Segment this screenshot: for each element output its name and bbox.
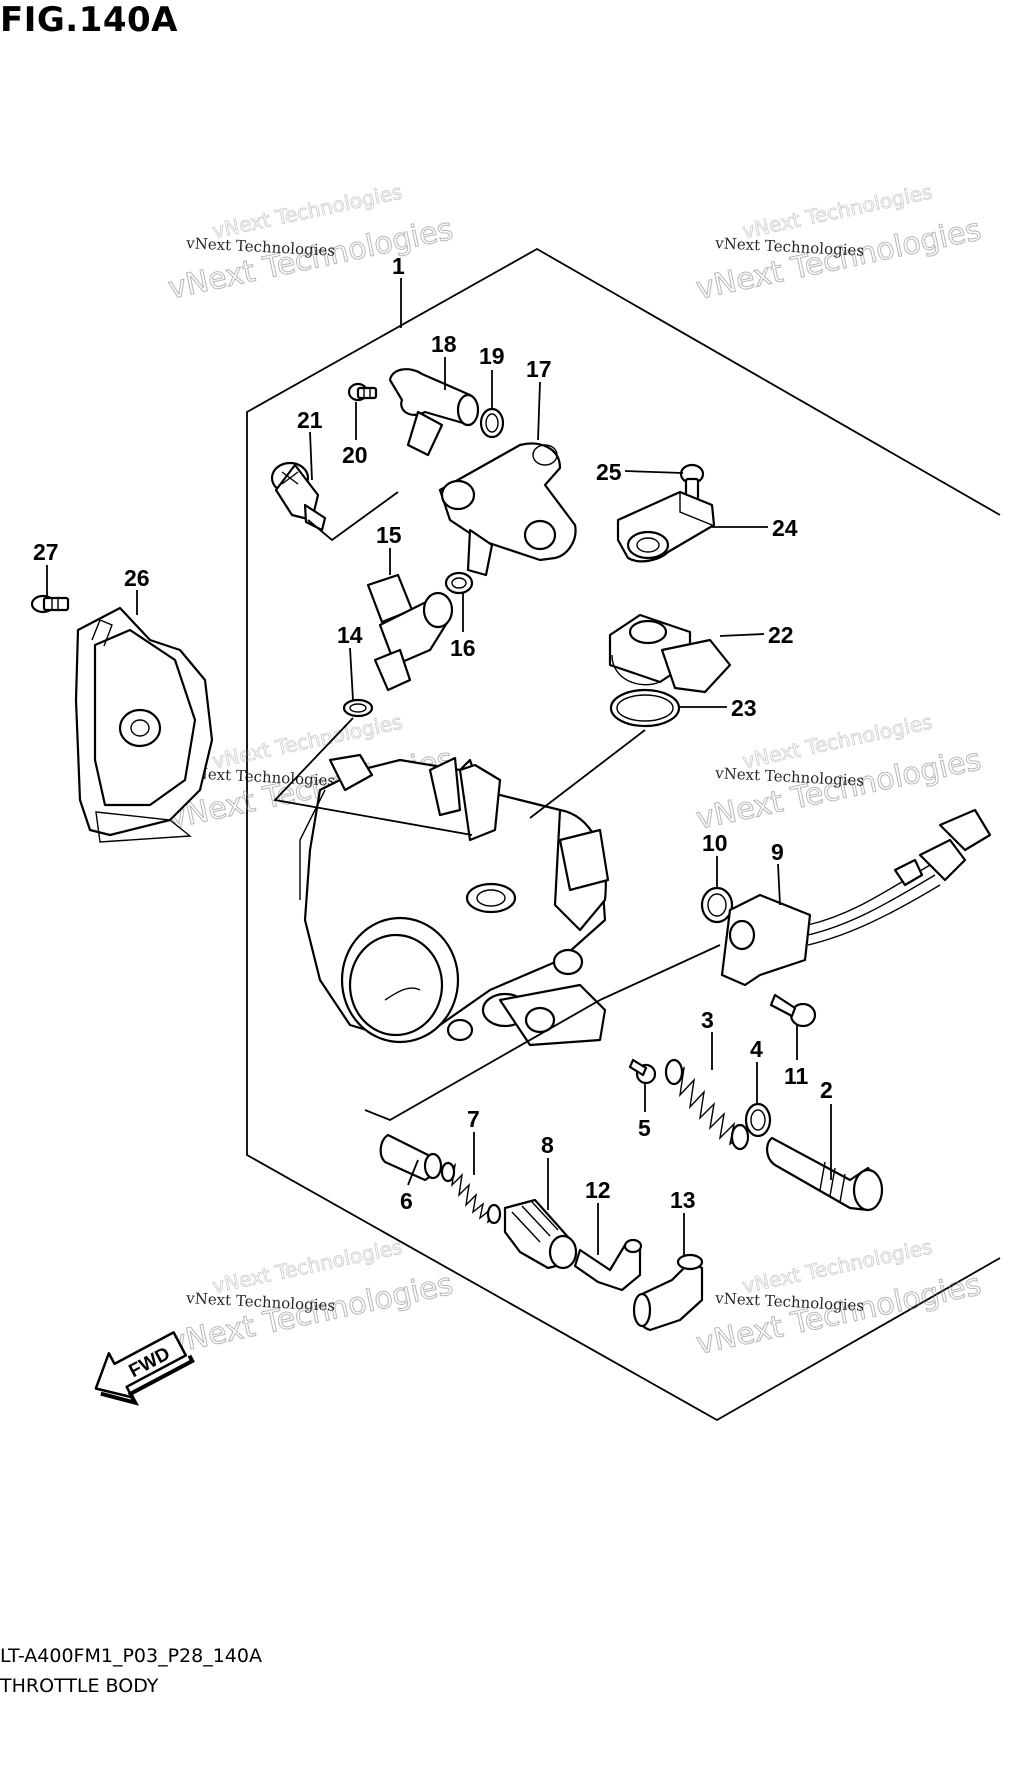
svg-text:vNext Technologies: vNext Technologies (693, 1267, 984, 1362)
part-16-o-ring (444, 571, 474, 595)
callout-27: 27 (33, 539, 59, 565)
part-21-screw (270, 461, 327, 532)
callout-24: 24 (772, 515, 798, 541)
part-5-screw (628, 1058, 657, 1085)
callout-4: 4 (750, 1036, 763, 1062)
part-27-screw (30, 594, 70, 614)
callout-labels: 1 2 3 4 5 6 7 8 9 10 11 12 13 14 15 16 1… (33, 253, 833, 1214)
part-2-adjust-screw (766, 1136, 884, 1212)
callout-15: 15 (376, 522, 402, 548)
throttle-body-main (299, 753, 610, 1047)
assembly-boundary (246, 247, 1001, 1422)
callout-3: 3 (701, 1007, 714, 1033)
svg-text:vNext Technologies: vNext Technologies (693, 212, 984, 307)
callout-2: 2 (820, 1077, 833, 1103)
callout-25: 25 (596, 459, 622, 485)
part-7-spring (440, 1161, 502, 1225)
callout-14: 14 (337, 622, 363, 648)
part-25-screw (679, 463, 705, 501)
callout-8: 8 (541, 1132, 554, 1158)
callout-17: 17 (526, 356, 552, 382)
diagram-code: LT-A400FM1_P03_P28_140A (0, 1645, 262, 1667)
svg-text:vNext Technologies: vNext Technologies (693, 742, 984, 837)
figure-title: FIG.140A (0, 0, 178, 40)
part-18-injector-cap (388, 368, 480, 457)
part-26-cover (74, 606, 214, 843)
assembly-leader-lines (273, 491, 721, 1121)
callout-26: 26 (124, 565, 150, 591)
part-10-o-ring (700, 886, 734, 924)
fwd-arrow-icon: FWD (94, 1331, 195, 1406)
callout-5: 5 (638, 1115, 651, 1141)
callout-21: 21 (297, 407, 323, 433)
svg-text:vNext Technologies: vNext Technologies (165, 1267, 456, 1362)
part-22-sensor (608, 613, 732, 694)
callout-22: 22 (768, 622, 794, 648)
part-3-spring (664, 1058, 750, 1151)
part-15-injector (366, 573, 454, 692)
callout-10: 10 (702, 830, 728, 856)
callout-13: 13 (670, 1187, 696, 1213)
callout-1: 1 (392, 253, 405, 279)
part-24-bracket (616, 490, 716, 563)
part-6-plunger (379, 1133, 443, 1182)
part-14-o-ring (342, 698, 374, 718)
callout-19: 19 (479, 343, 505, 369)
callout-23: 23 (731, 695, 757, 721)
callout-16: 16 (450, 635, 476, 661)
part-4-o-ring (744, 1102, 772, 1138)
callout-20: 20 (342, 442, 368, 468)
part-8-nut (503, 1198, 578, 1270)
callout-leaders (46, 278, 832, 1255)
callout-11: 11 (784, 1063, 809, 1089)
diagram-caption: THROTTLE BODY (0, 1675, 159, 1697)
callout-6: 6 (400, 1188, 413, 1214)
callout-7: 7 (467, 1106, 480, 1132)
part-12-hose (573, 1238, 643, 1292)
callout-9: 9 (771, 839, 784, 865)
part-13-elbow-fitting (632, 1253, 704, 1332)
callout-18: 18 (431, 331, 457, 357)
part-11-screw (769, 993, 817, 1028)
part-19-o-ring (479, 407, 505, 439)
callout-12: 12 (585, 1177, 611, 1203)
part-17-fuel-pipe (438, 442, 577, 577)
svg-text:vNext Technologies: vNext Technologies (165, 212, 456, 307)
part-20-screw (347, 382, 378, 402)
part-9-sensor-harness (720, 808, 992, 987)
part-23-o-ring (609, 688, 681, 728)
